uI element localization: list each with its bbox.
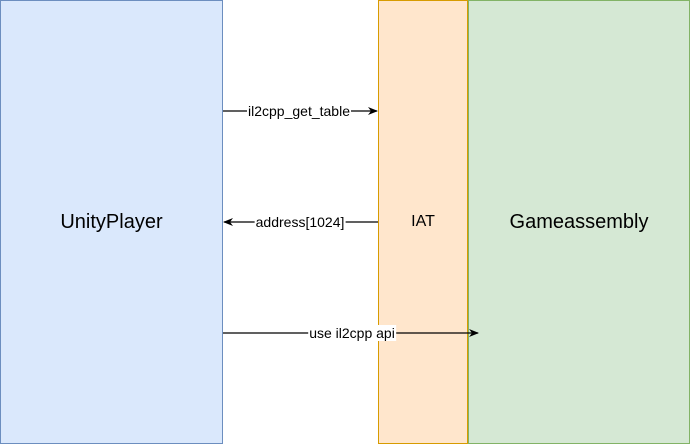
edge-label-use-api: use il2cpp api (308, 325, 396, 341)
edge-label-address: address[1024] (254, 214, 346, 230)
gameassembly-label: Gameassembly (509, 210, 649, 233)
edge-label-get-table: il2cpp_get_table (247, 103, 351, 119)
unityplayer-label: UnityPlayer (60, 210, 163, 233)
iat-block: IAT (378, 0, 468, 444)
iat-label: IAT (411, 213, 435, 230)
unityplayer-block: UnityPlayer (0, 0, 223, 444)
gameassembly-block: Gameassembly (468, 0, 690, 444)
